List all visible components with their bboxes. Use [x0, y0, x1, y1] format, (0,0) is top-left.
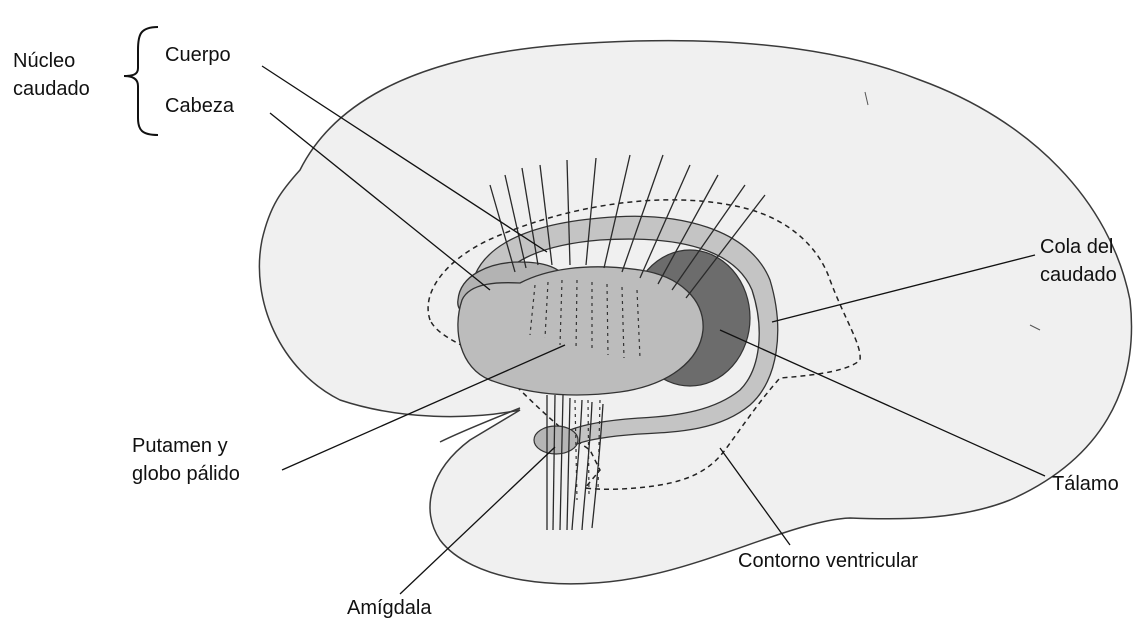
talamo-label: Tálamo [1052, 472, 1119, 497]
contorno-ventricular-label: Contorno ventricular [738, 549, 918, 574]
nucleo-caudado-label-line2: caudado [13, 77, 90, 102]
cola-caudado-label-line1: Cola del [1040, 235, 1113, 260]
putamen-label-line2: globo pálido [132, 462, 240, 487]
nucleo-caudado-label-line1: Núcleo [13, 49, 75, 74]
putamen-label-line1: Putamen y [132, 434, 228, 459]
amygdala [534, 426, 578, 454]
cabeza-label: Cabeza [165, 94, 234, 119]
cola-caudado-label-line2: caudado [1040, 263, 1117, 288]
nucleo-caudado-bracket [124, 27, 158, 135]
cuerpo-label: Cuerpo [165, 43, 231, 68]
amigdala-label: Amígdala [347, 596, 432, 621]
